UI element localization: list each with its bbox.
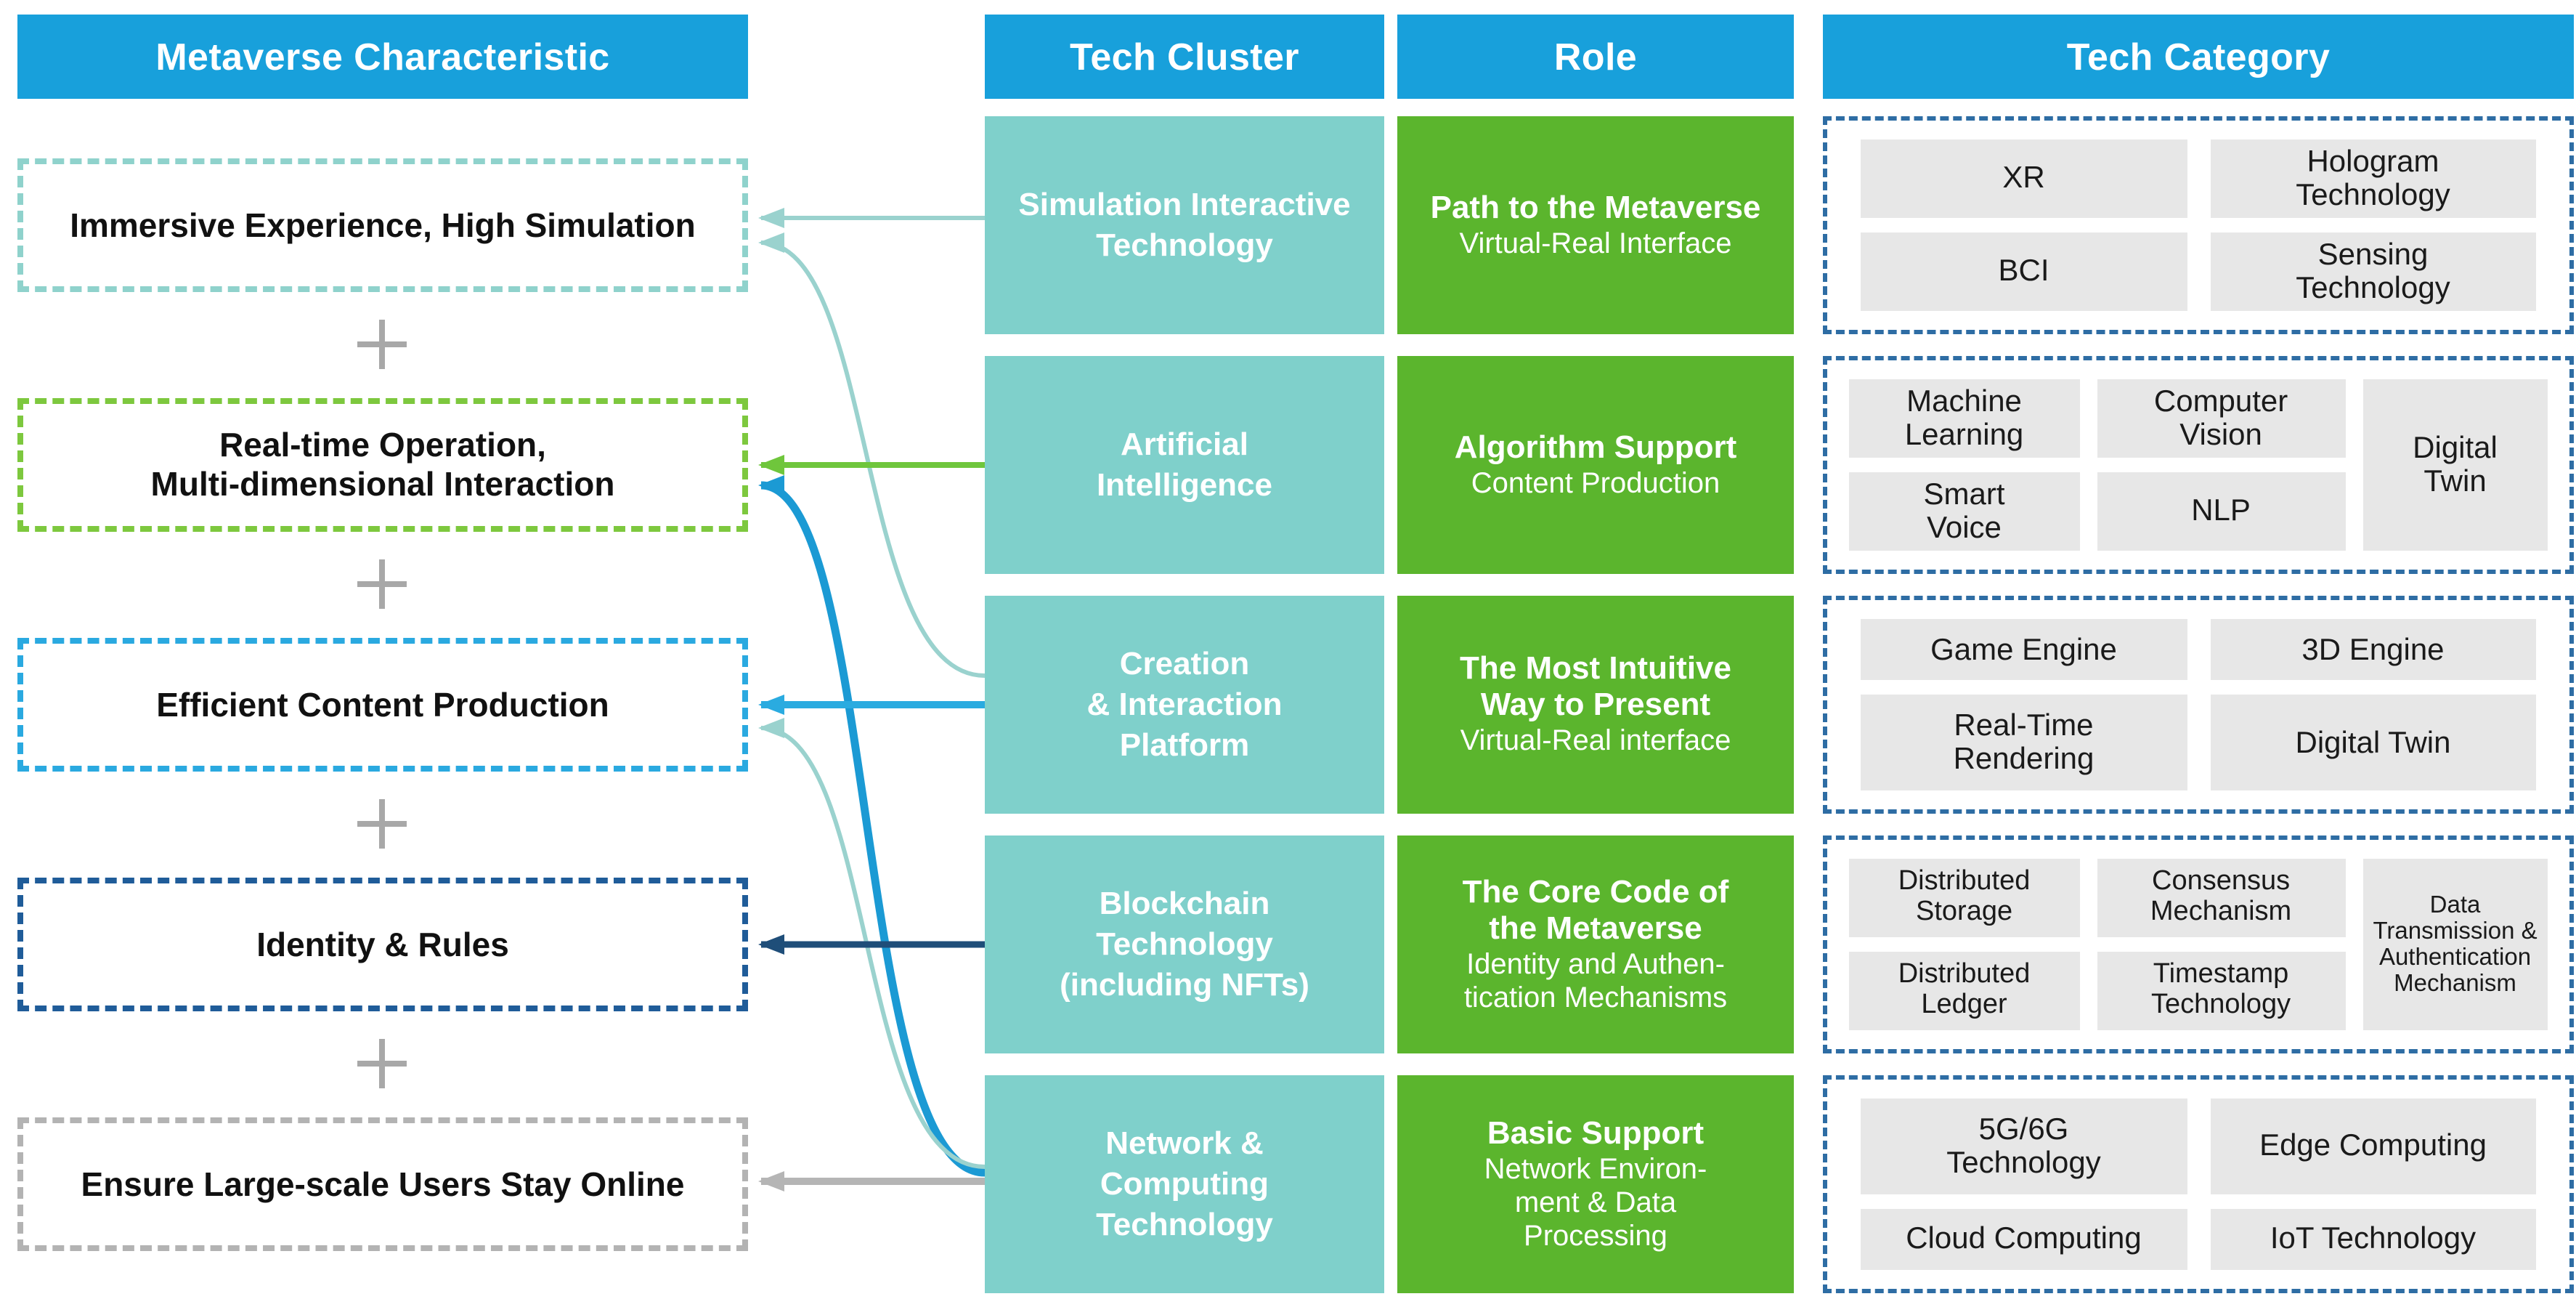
header-metaverse-characteristic: Metaverse Characteristic	[17, 15, 748, 99]
header-tech-cluster: Tech Cluster	[985, 15, 1384, 99]
characteristic-row-2: Real-time Operation, Multi-dimensional I…	[17, 356, 748, 574]
role-title: Basic Support	[1487, 1114, 1705, 1151]
category-row-2: Machine Learning Smart Voice Computer Vi…	[1823, 356, 2574, 574]
characteristic-box-identity-rules: Identity & Rules	[17, 878, 748, 1011]
role-box-core-code: The Core Code of the Metaverse Identity …	[1397, 835, 1794, 1053]
category-chip: Distributed Storage	[1849, 859, 2080, 937]
tech-category-group-network: 5G/6G Technology Edge Computing Cloud Co…	[1823, 1075, 2574, 1293]
tech-category-group-ai: Machine Learning Smart Voice Computer Vi…	[1823, 356, 2574, 574]
role-row-5: Basic Support Network Environ- ment & Da…	[1397, 1075, 1794, 1293]
characteristic-row-5: Ensure Large-scale Users Stay Online	[17, 1075, 748, 1293]
category-row-3: Game Engine 3D Engine Real-Time Renderin…	[1823, 596, 2574, 814]
cluster-box-creation-interaction-platform: Creation & Interaction Platform	[985, 596, 1384, 814]
category-chip: Edge Computing	[2210, 1098, 2536, 1194]
category-chip: Distributed Ledger	[1849, 952, 2080, 1030]
role-subtitle: Network Environ- ment & Data Processing	[1484, 1153, 1707, 1253]
characteristic-box-immersive-experience: Immersive Experience, High Simulation	[17, 158, 748, 292]
role-row-3: The Most Intuitive Way to Present Virtua…	[1397, 596, 1794, 814]
role-row-1: Path to the Metaverse Virtual-Real Inter…	[1397, 116, 1794, 334]
role-title: The Most Intuitive Way to Present	[1460, 650, 1731, 723]
cluster-box-network-computing: Network & Computing Technology	[985, 1075, 1384, 1293]
category-chip: 3D Engine	[2210, 619, 2536, 681]
category-chip: IoT Technology	[2210, 1208, 2536, 1270]
role-box-path-to-metaverse: Path to the Metaverse Virtual-Real Inter…	[1397, 116, 1794, 334]
characteristic-box-realtime-operation: Real-time Operation, Multi-dimensional I…	[17, 398, 748, 532]
category-chip: 5G/6G Technology	[1861, 1098, 2187, 1194]
cluster-box-blockchain-technology: Blockchain Technology (including NFTs)	[985, 835, 1384, 1053]
plus-separator	[357, 559, 407, 609]
header-tech-category: Tech Category	[1823, 15, 2574, 99]
header-role: Role	[1397, 15, 1794, 99]
role-box-basic-support: Basic Support Network Environ- ment & Da…	[1397, 1075, 1794, 1293]
role-row-4: The Core Code of the Metaverse Identity …	[1397, 835, 1794, 1053]
plus-separator	[357, 320, 407, 369]
category-chip: Sensing Technology	[2210, 232, 2536, 311]
role-title: The Core Code of the Metaverse	[1462, 873, 1729, 946]
category-chip: BCI	[1861, 232, 2187, 311]
cluster-row-2: Artificial Intelligence	[985, 356, 1384, 574]
cluster-row-3: Creation & Interaction Platform	[985, 596, 1384, 814]
category-chip: Timestamp Technology	[2097, 952, 2346, 1030]
characteristic-box-efficient-content: Efficient Content Production	[17, 638, 748, 772]
category-chip: Smart Voice	[1849, 472, 2080, 551]
category-chip: XR	[1861, 139, 2187, 218]
role-title: Path to the Metaverse	[1430, 188, 1761, 225]
connector-arrow	[758, 475, 986, 1177]
plus-separator	[357, 799, 407, 849]
category-chip: Digital Twin	[2210, 695, 2536, 790]
tech-category-group-simulation: XR Hologram Technology BCI Sensing Techn…	[1823, 116, 2574, 334]
category-chip: Hologram Technology	[2210, 139, 2536, 218]
category-row-4: Distributed Storage Distributed Ledger C…	[1823, 835, 2574, 1053]
cluster-row-4: Blockchain Technology (including NFTs)	[985, 835, 1384, 1053]
role-row-2: Algorithm Support Content Production	[1397, 356, 1794, 574]
role-title: Algorithm Support	[1454, 428, 1737, 465]
category-chip: Data Transmission & Authentication Mecha…	[2362, 859, 2548, 1030]
cluster-box-artificial-intelligence: Artificial Intelligence	[985, 356, 1384, 574]
tech-category-group-creation-platform: Game Engine 3D Engine Real-Time Renderin…	[1823, 596, 2574, 814]
characteristic-box-large-scale-users: Ensure Large-scale Users Stay Online	[17, 1117, 748, 1251]
characteristic-row-3: Efficient Content Production	[17, 596, 748, 814]
role-box-algorithm-support: Algorithm Support Content Production	[1397, 356, 1794, 574]
role-subtitle: Virtual-Real interface	[1460, 725, 1731, 758]
category-chip: NLP	[2097, 472, 2346, 551]
characteristic-row-1: Immersive Experience, High Simulation	[17, 116, 748, 334]
role-box-most-intuitive-way: The Most Intuitive Way to Present Virtua…	[1397, 596, 1794, 814]
cluster-row-1: Simulation Interactive Technology	[985, 116, 1384, 334]
category-chip: Cloud Computing	[1861, 1208, 2187, 1270]
cluster-box-simulation-interactive: Simulation Interactive Technology	[985, 116, 1384, 334]
characteristic-row-4: Identity & Rules	[17, 835, 748, 1053]
role-subtitle: Identity and Authen- tication Mechanisms	[1463, 948, 1728, 1015]
role-subtitle: Content Production	[1471, 467, 1720, 500]
category-chip: Real-Time Rendering	[1861, 695, 2187, 790]
category-chip: Digital Twin	[2362, 379, 2548, 551]
connector-arrow	[758, 232, 986, 678]
role-subtitle: Virtual-Real Interface	[1459, 227, 1732, 260]
category-chip: Consensus Mechanism	[2097, 859, 2346, 937]
category-row-1: XR Hologram Technology BCI Sensing Techn…	[1823, 116, 2574, 334]
connector-arrow	[758, 718, 986, 1169]
category-row-5: 5G/6G Technology Edge Computing Cloud Co…	[1823, 1075, 2574, 1293]
cluster-row-5: Network & Computing Technology	[985, 1075, 1384, 1293]
category-chip: Game Engine	[1861, 619, 2187, 681]
category-chip: Machine Learning	[1849, 379, 2080, 458]
plus-separator	[357, 1039, 407, 1088]
tech-category-group-blockchain: Distributed Storage Distributed Ledger C…	[1823, 835, 2574, 1053]
category-chip: Computer Vision	[2097, 379, 2346, 458]
